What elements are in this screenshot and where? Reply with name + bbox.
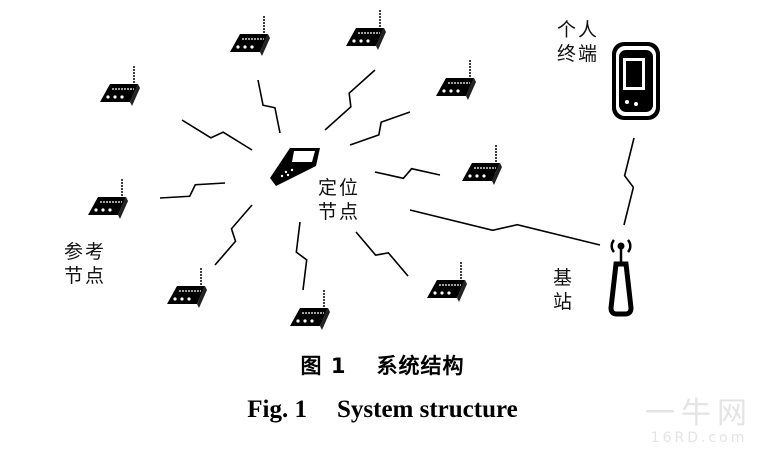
figure-caption-english: Fig. 1 System structure [0,396,765,424]
link-ref-bottom [295,221,308,291]
link-ref-right-top [349,111,411,146]
caption-cn-number: 图 1 [300,354,347,378]
reference-node-label-line1: 参考 [64,241,107,263]
personal-terminal-label: 个人 终端 [557,18,599,66]
link-base-station [409,209,601,246]
reference-node-icon [87,178,129,220]
reference-node-icon [229,15,271,57]
reference-node-icon [345,9,387,51]
base-station-label-line2: 站 [553,291,575,313]
locator-node-label: 定位 节点 [318,176,360,224]
personal-terminal-label-line1: 个人 [557,19,600,41]
base-station-icon [608,239,634,317]
locator-node-label-line1: 定位 [318,177,361,199]
personal-terminal-icon [612,42,660,120]
link-ref-top-right [324,69,376,131]
reference-node-icon [435,59,477,101]
watermark-main: 一牛网 [645,396,753,431]
link-ref-bottom-left [214,204,253,266]
caption-en-title: System structure [336,396,518,423]
caption-en-number: Fig. 1 [247,396,307,423]
reference-node-icon [426,261,468,303]
reference-node-icon [166,267,208,309]
reference-node-label-line2: 节点 [64,265,107,287]
personal-terminal-label-line2: 终端 [557,43,600,65]
watermark-sub: 16RD.com [650,430,748,446]
reference-node-icon [99,65,141,107]
locator-node-label-line2: 节点 [318,201,361,223]
link-ref-left-top [181,119,253,151]
link-ref-right [374,167,441,180]
base-station-label: 基 站 [553,266,574,314]
caption-cn-title: 系统结构 [376,354,465,378]
link-ref-left [159,182,226,199]
base-station-label-line1: 基 [553,267,575,289]
watermark: 一牛网 16RD.com [645,396,753,447]
link-ref-bottom-right [355,231,409,277]
figure-caption-chinese: 图 1 系统结构 [0,350,765,380]
reference-node-label: 参考 节点 [64,240,106,288]
system-structure-diagram [87,9,660,331]
link-ref-top-left [257,79,281,134]
wireless-links [159,69,635,291]
reference-node-icon [461,144,503,186]
reference-node-icon [289,289,331,331]
locator-node-icon [270,148,320,186]
link-personal-terminal [623,137,635,226]
